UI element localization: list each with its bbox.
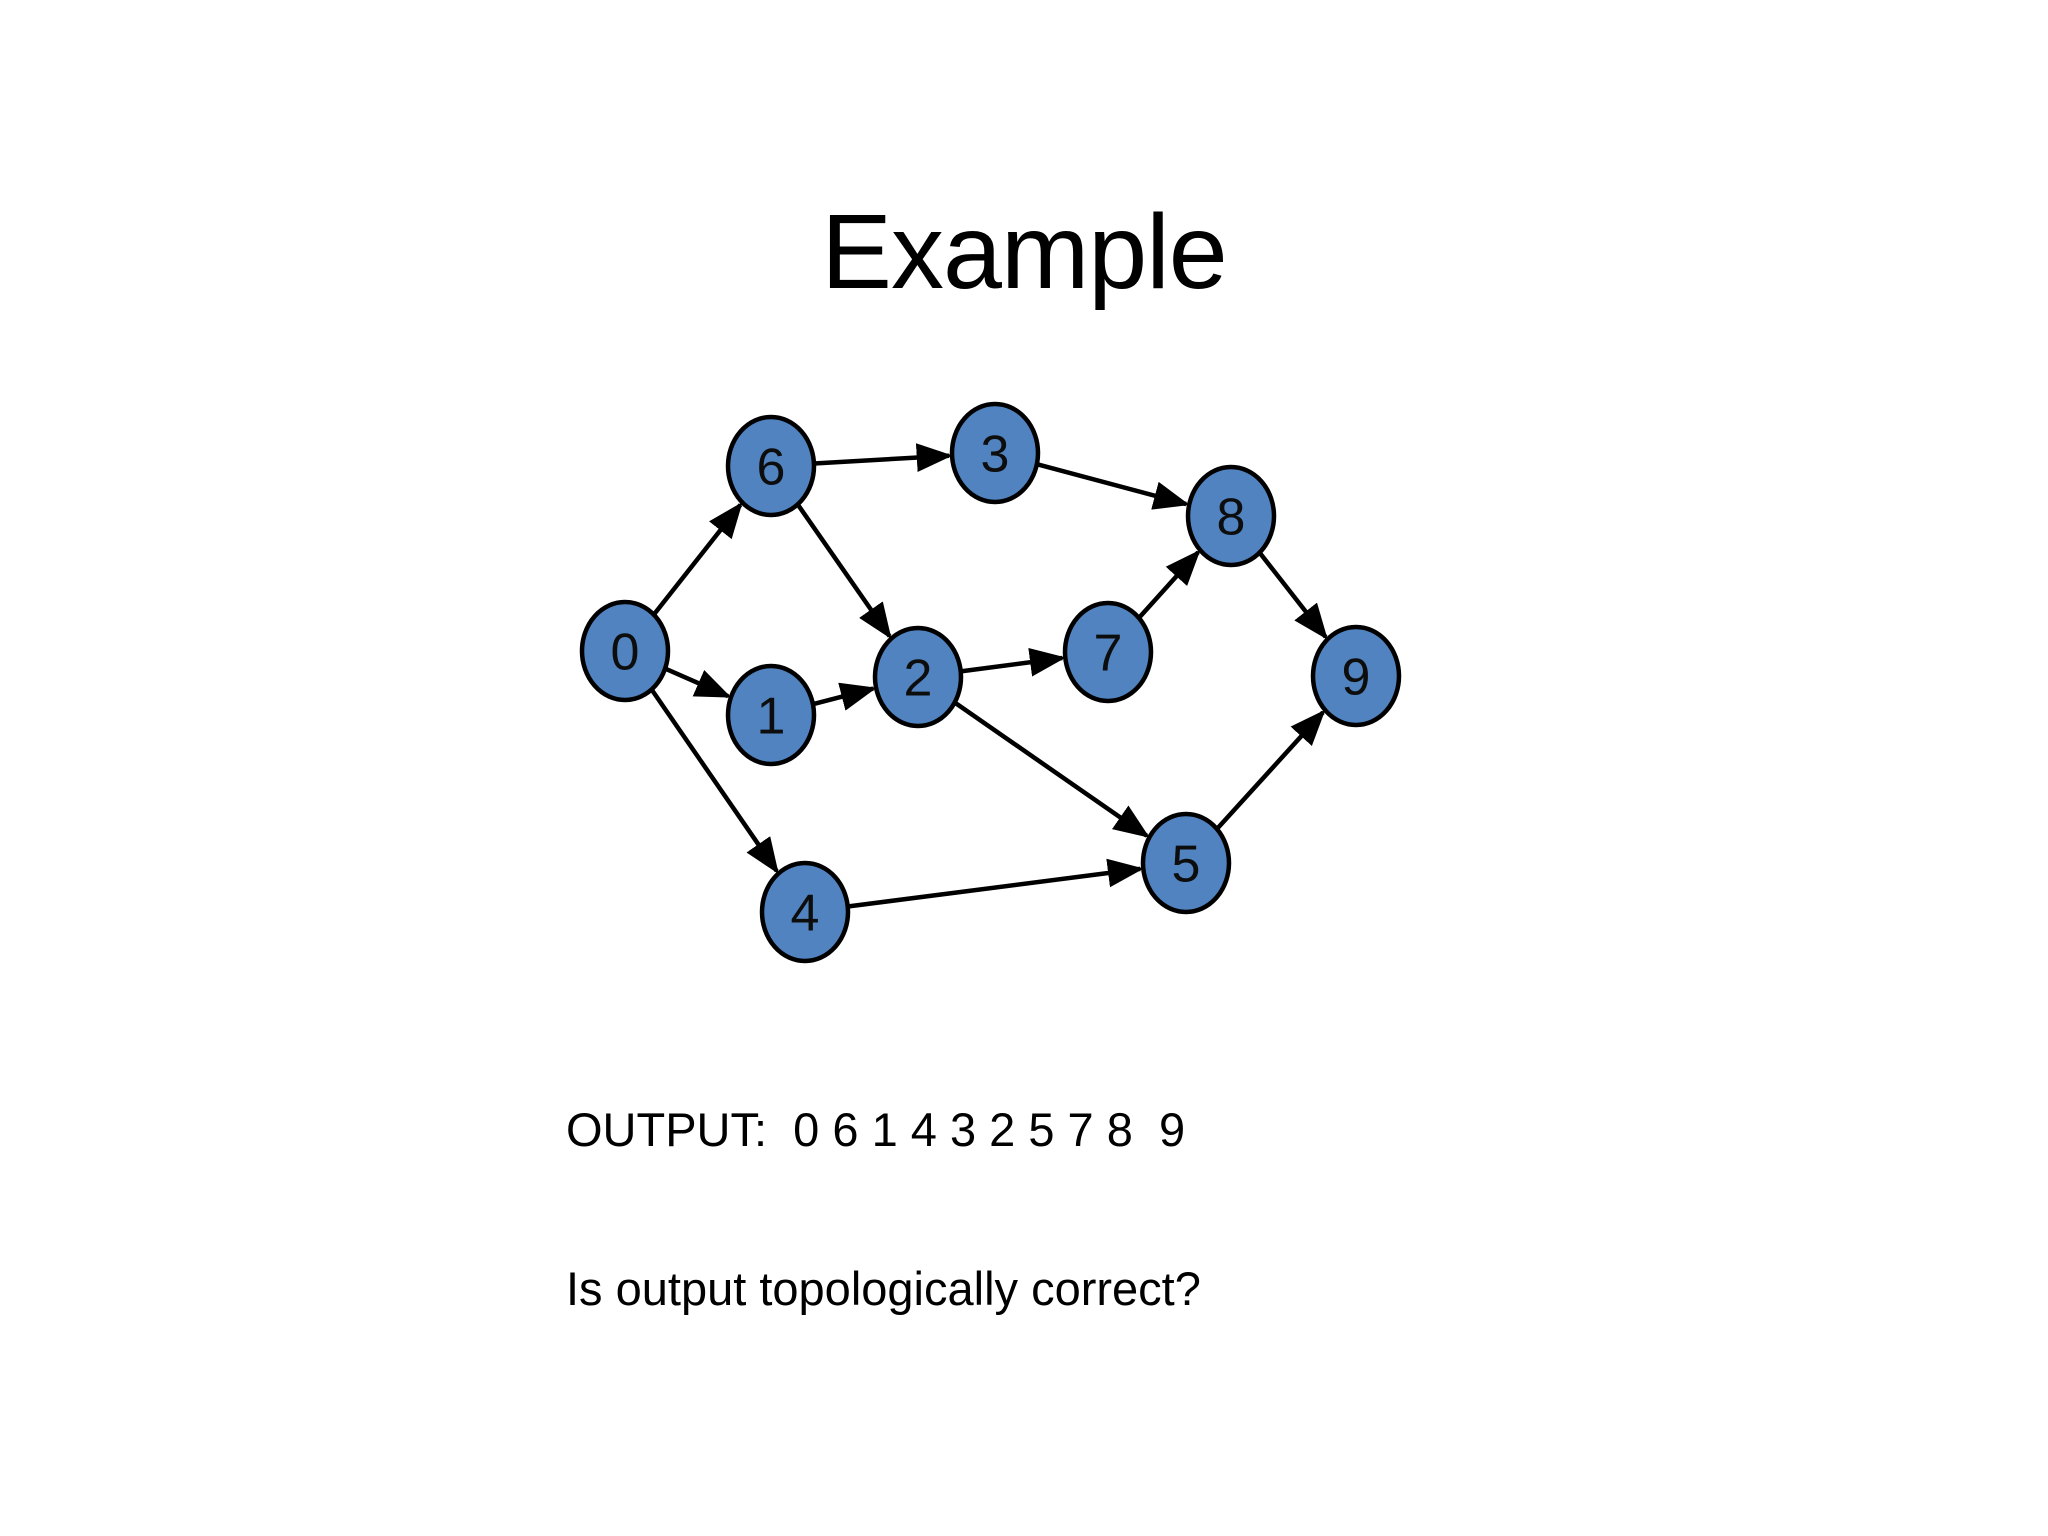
- node-label: 2: [904, 650, 933, 708]
- node-circle: [759, 860, 851, 964]
- node-circle: [725, 663, 817, 767]
- graph-edge-0-4: [649, 688, 779, 874]
- graph-edge-1-2: [812, 682, 877, 711]
- graph-edge-6-3: [813, 443, 953, 472]
- graph-node-5: 5: [1140, 811, 1232, 915]
- graph-node-0: 0: [579, 599, 671, 703]
- node-circle: [579, 599, 671, 703]
- node-circle: [1062, 600, 1154, 704]
- graph-edge-3-8: [1036, 462, 1190, 510]
- graph-node-8: 8: [1185, 464, 1277, 568]
- node-label: 8: [1217, 489, 1246, 547]
- question-text: Is output topologically correct?: [566, 1262, 1201, 1315]
- node-circle: [1185, 464, 1277, 568]
- graph-edge-4-5: [847, 858, 1144, 909]
- graph-edge-2-5: [953, 700, 1150, 838]
- graph-node-4: 4: [759, 860, 851, 964]
- graph-edge-5-9: [1215, 709, 1326, 831]
- graph-node-3: 3: [949, 401, 1041, 505]
- graph-edge-2-7: [960, 647, 1066, 677]
- node-circle: [1310, 624, 1402, 728]
- graph-edge-8-9: [1257, 551, 1328, 640]
- node-label: 5: [1172, 836, 1201, 894]
- node-label: 0: [611, 624, 640, 682]
- node-circle: [725, 414, 817, 518]
- node-label: 1: [757, 688, 786, 746]
- node-label: 4: [791, 885, 820, 943]
- node-circle: [949, 401, 1041, 505]
- node-label: 3: [981, 426, 1010, 484]
- node-circle: [872, 625, 964, 729]
- graph-edge-0-1: [664, 666, 732, 699]
- node-label: 6: [757, 439, 786, 497]
- graph-node-2: 2: [872, 625, 964, 729]
- graph-edge-0-6: [652, 501, 743, 616]
- graph-edge-7-8: [1137, 549, 1201, 620]
- graph-node-7: 7: [1062, 600, 1154, 704]
- node-label: 9: [1342, 649, 1371, 707]
- graph-node-6: 6: [725, 414, 817, 518]
- graph-edge-6-2: [795, 503, 892, 640]
- node-circle: [1140, 811, 1232, 915]
- graph-node-1: 1: [725, 663, 817, 767]
- node-label: 7: [1094, 625, 1123, 683]
- slide-title: Example: [821, 193, 1227, 312]
- graph-node-9: 9: [1310, 624, 1402, 728]
- output-text: OUTPUT: 0 6 1 4 3 2 5 7 8 9: [566, 1103, 1186, 1156]
